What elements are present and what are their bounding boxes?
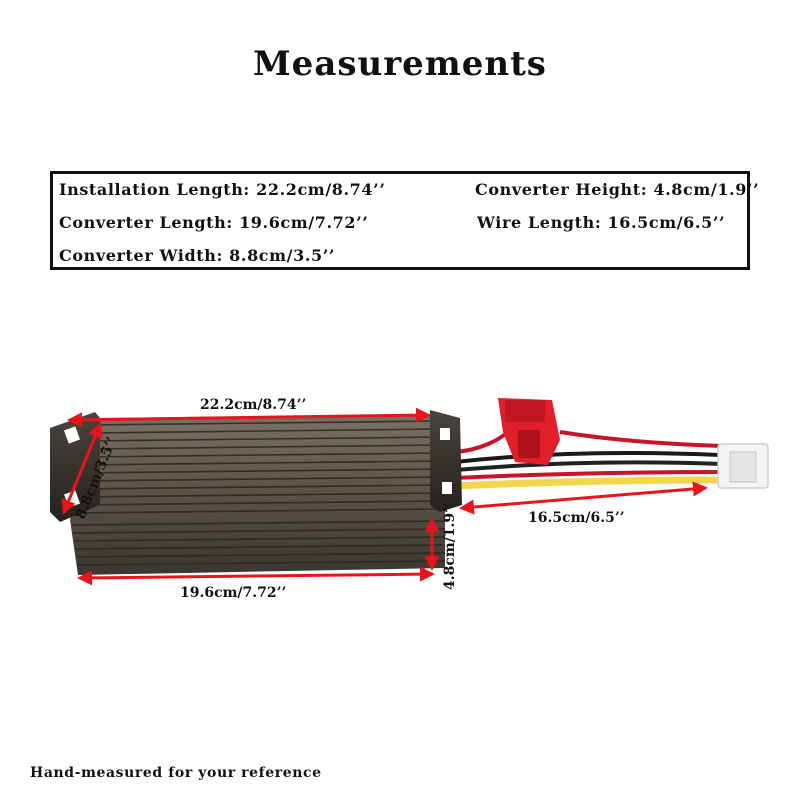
dim-label-height: 4.8cm/1.9’’ xyxy=(442,503,458,590)
spec-wire-length: Wire Length: 16.5cm/6.5’’ xyxy=(477,213,726,232)
dim-label-top: 22.2cm/8.74’’ xyxy=(200,397,306,413)
dimension-arrows xyxy=(61,407,708,586)
fuse-holder xyxy=(498,398,560,465)
footer-note: Hand-measured for your reference xyxy=(30,765,322,781)
spec-installation-length: Installation Length: 22.2cm/8.74’’ xyxy=(59,180,386,199)
spec-converter-width: Converter Width: 8.8cm/3.5’’ xyxy=(59,246,336,265)
page-title: Measurements xyxy=(253,44,547,84)
white-connector xyxy=(717,443,769,489)
wire-bundle xyxy=(454,428,723,490)
converter-body xyxy=(50,410,462,575)
spec-converter-height: Converter Height: 4.8cm/1.9’’ xyxy=(475,180,760,199)
specifications-box: Installation Length: 22.2cm/8.74’’ Conve… xyxy=(50,171,759,270)
spec-converter-length: Converter Length: 19.6cm/7.72’’ xyxy=(59,213,369,232)
dim-label-wire: 16.5cm/6.5’’ xyxy=(528,510,625,526)
dim-label-bottom: 19.6cm/7.72’’ xyxy=(180,585,286,601)
